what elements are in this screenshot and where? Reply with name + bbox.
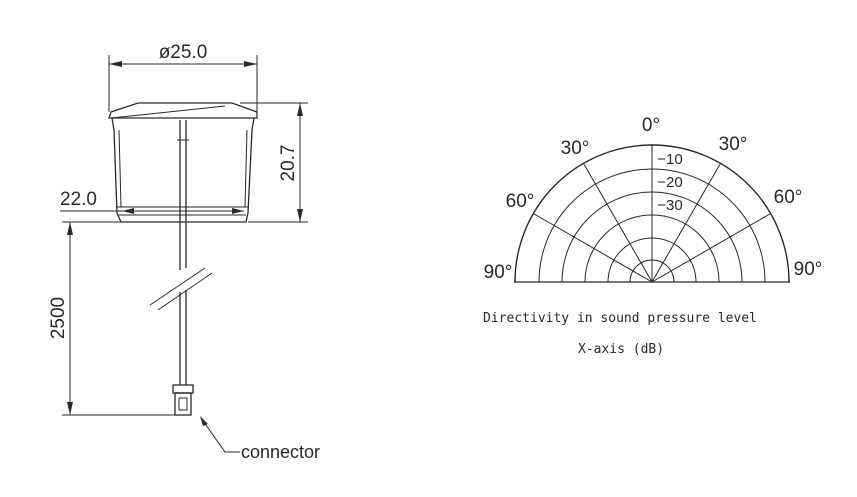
polar-spoke-m60 (533, 213, 653, 283)
dim-cable-length: 2500 (48, 221, 175, 416)
arrow-bottom (297, 209, 303, 222)
cable-break-mark-2 (157, 272, 213, 311)
polar-spoke-m30 (583, 163, 653, 283)
dim-height: 20.7 (240, 102, 308, 223)
connector-callout: connector (200, 416, 320, 462)
arrow-right (244, 61, 257, 67)
polar-angle-label-90-right: 90° (794, 259, 823, 280)
dim-22-arrow-right (232, 208, 244, 214)
connector-top (172, 384, 194, 394)
connector-body (174, 392, 192, 416)
dim-diameter-label: ø25.0 (159, 42, 208, 63)
polar-ring-label-20: −20 (657, 174, 682, 191)
dim-22-arrow-left (122, 208, 134, 214)
polar-caption-title: Directivity in sound pressure level (483, 311, 757, 326)
polar-spoke-60 (651, 213, 771, 283)
dim-height-label: 20.7 (278, 145, 299, 182)
arrow-top (67, 222, 73, 235)
dim-cable-length-label: 2500 (48, 297, 69, 339)
polar-spoke-30 (651, 163, 721, 283)
polar-caption-axis: X-axis (dB) (578, 342, 664, 357)
speaker-body (111, 117, 255, 223)
polar-ring-label-10: −10 (657, 151, 682, 168)
connector-slot (178, 397, 188, 411)
speaker-cap (108, 102, 258, 119)
polar-ring-label-30: −30 (657, 197, 682, 214)
callout-arrow (200, 416, 208, 426)
cap-slant-line (110, 105, 226, 119)
polar-angle-label-30-left: 30° (561, 138, 590, 159)
polar-angle-label-90-left: 90° (484, 262, 513, 283)
dim-inner-width-label: 22.0 (60, 189, 97, 210)
arrow-top (297, 103, 303, 116)
polar-angle-label-0: 0° (642, 115, 660, 136)
body-inner-right (244, 129, 248, 208)
connector-label: connector (241, 442, 320, 462)
polar-directivity-plot (514, 144, 790, 283)
polar-angle-label-30-right: 30° (719, 134, 748, 155)
body-inner-left (118, 129, 122, 208)
polar-angle-label-60-left: 60° (506, 191, 535, 212)
polar-angle-label-60-right: 60° (774, 187, 803, 208)
dim-diameter: ø25.0 (108, 42, 258, 112)
speaker-side-view (60, 102, 258, 416)
arrow-bottom (67, 402, 73, 415)
arrow-left (109, 61, 122, 67)
callout-leader (200, 417, 240, 453)
cable-break-mark-1 (149, 267, 206, 306)
